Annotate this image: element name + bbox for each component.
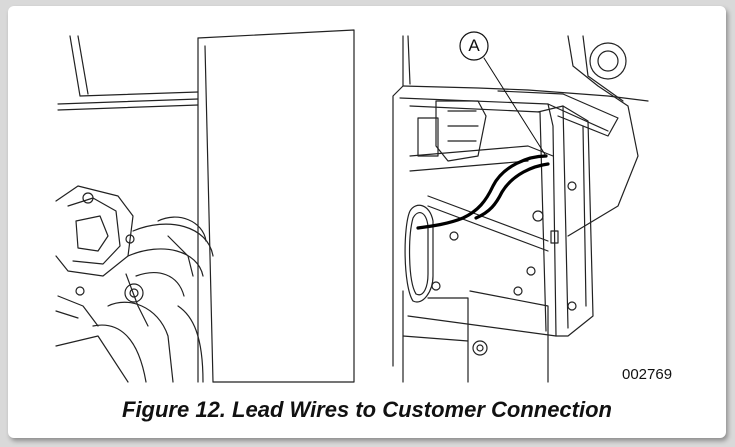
- callout-label: A: [468, 36, 480, 55]
- right-control-box: [392, 35, 649, 383]
- figure-caption: Figure 12. Lead Wires to Customer Connec…: [122, 397, 612, 422]
- callout-leader-line: [483, 57, 547, 157]
- lead-wires-illustration: [55, 29, 649, 383]
- callout-a-icon: [459, 31, 489, 61]
- left-generator-assembly: [55, 29, 355, 383]
- lead-wires: [416, 154, 550, 230]
- figure-number: 002769: [622, 366, 673, 383]
- figure-frame: A 002769 Figure 12. Lead Wires to Custom…: [8, 6, 726, 438]
